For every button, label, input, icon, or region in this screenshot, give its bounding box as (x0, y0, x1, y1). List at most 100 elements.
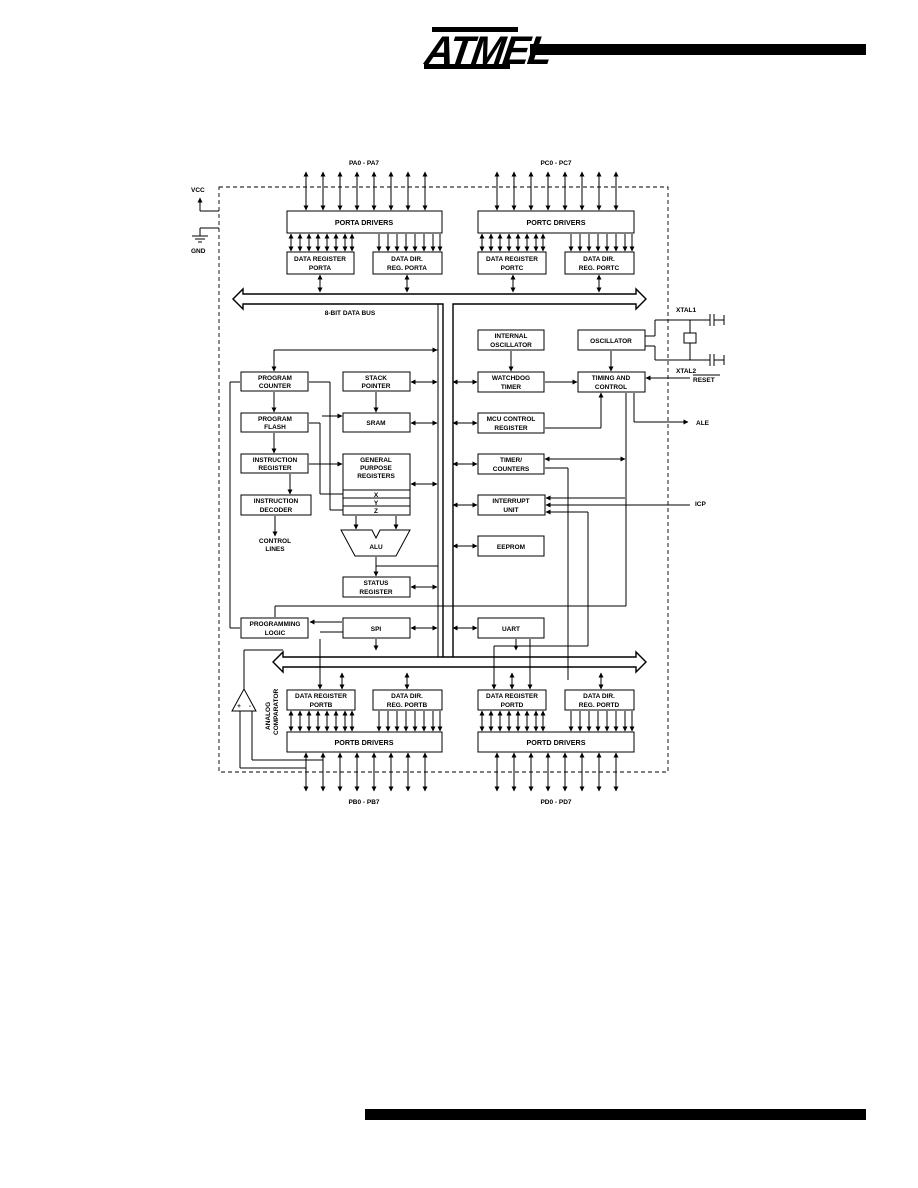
instruction-register-l2: REGISTER (258, 465, 292, 472)
instruction-register-box (240, 453, 309, 474)
portc-pins (494, 171, 619, 211)
program-flash-l1: PROGRAM (258, 416, 292, 423)
porta-pins-label: PA0 - PA7 (349, 160, 379, 167)
timer-counters-l2: COUNTERS (493, 466, 530, 473)
internal-oscillator-l1: INTERNAL (495, 333, 528, 340)
program-counter-l2: COUNTER (259, 383, 291, 390)
mcu-control-register-box (477, 412, 545, 434)
timing-control-l1: TIMING AND (592, 375, 631, 382)
watchdog-timer-l2: TIMER (501, 384, 522, 391)
uart-label: UART (502, 626, 520, 633)
analog-comparator: + - (231, 649, 323, 769)
mcu-control-l1: MCU CONTROL (487, 416, 536, 423)
portb-drivers-label: PORTB DRIVERS (334, 738, 393, 747)
spi-box (342, 617, 411, 639)
program-counter-box (240, 371, 309, 392)
data-register-portc-l2: PORTC (501, 265, 524, 272)
data-register-portc-l1: DATA REGISTER (486, 256, 538, 263)
eeprom-label: EEPROM (497, 544, 525, 551)
programming-logic-l2: LOGIC (265, 630, 286, 637)
instruction-decoder-box (240, 494, 312, 516)
watchdog-timer-box (477, 371, 545, 393)
status-register-l1: STATUS (363, 580, 389, 587)
data-dir-portd-l1: DATA DIR. (583, 693, 615, 700)
chip-boundary (218, 186, 669, 773)
footer-rule (365, 1109, 866, 1120)
icp-label: ICP (695, 501, 707, 508)
instruction-decoder-l1: INSTRUCTION (254, 498, 299, 505)
data-register-portc-box (477, 251, 547, 275)
analog-comparator-label-1: ANALOG (265, 702, 272, 730)
gpr-z: Z (374, 508, 378, 515)
data-register-portd-l1: DATA REGISTER (486, 693, 538, 700)
porta-pins (303, 171, 428, 211)
data-register-portb-box (286, 689, 356, 711)
data-dir-portd-box (564, 689, 635, 711)
data-dir-porta-l2: REG. PORTA (387, 265, 427, 272)
uart-box (477, 617, 545, 639)
porta-register-links (288, 233, 443, 252)
vcc-symbol (197, 197, 219, 212)
data-dir-portb-box (372, 689, 443, 711)
data-register-portb-l1: DATA REGISTER (295, 693, 347, 700)
data-dir-portc-l2: REG. PORTC (579, 265, 620, 272)
vcc-label: VCC (191, 187, 205, 194)
control-lines-l1: CONTROL (259, 538, 291, 545)
portc-drivers-box (477, 210, 635, 234)
program-counter-l1: PROGRAM (258, 375, 292, 382)
data-bus-bottom (272, 650, 647, 674)
internal-wiring (229, 347, 690, 690)
portb-pins (303, 752, 428, 792)
alu-shape (340, 529, 411, 557)
atmel-logo: ATMEL (421, 27, 554, 73)
data-register-porta-box (286, 251, 355, 275)
portd-drivers-label: PORTD DRIVERS (526, 738, 585, 747)
data-dir-portb-l1: DATA DIR. (391, 693, 423, 700)
instruction-register-l1: INSTRUCTION (253, 457, 298, 464)
svg-text:-: - (249, 703, 251, 710)
top-register-bus-links (317, 274, 602, 293)
data-dir-porta-box (372, 251, 443, 275)
stack-pointer-l1: STACK (365, 375, 387, 382)
interrupt-unit-l1: INTERRUPT (492, 498, 529, 505)
analog-comparator-label-2: COMPARATOR (273, 688, 280, 735)
header-rule (530, 44, 866, 55)
portc-register-links (479, 233, 635, 252)
timer-counters-l1: TIMER/ (500, 457, 522, 464)
xtal2-label: XTAL2 (676, 368, 696, 375)
ale-label: ALE (696, 420, 710, 427)
reset-label: RESET (693, 377, 715, 384)
data-dir-portd-l2: REG. PORTD (579, 702, 620, 709)
svg-text:+: + (237, 703, 241, 710)
gpr-l3: REGISTERS (357, 473, 395, 480)
portd-register-links (479, 710, 635, 732)
internal-oscillator-l2: OSCILLATOR (490, 342, 532, 349)
oscillator-label: OSCILLATOR (590, 338, 632, 345)
porta-drivers-box (286, 210, 443, 234)
data-dir-portc-box (564, 251, 635, 275)
interrupt-unit-l2: UNIT (503, 507, 518, 514)
watchdog-timer-l1: WATCHDOG (492, 375, 530, 382)
portb-register-links (288, 710, 443, 732)
data-dir-portb-l2: REG. PORTB (387, 702, 428, 709)
xtal1-label: XTAL1 (676, 307, 696, 314)
stack-pointer-l2: POINTER (362, 383, 391, 390)
portd-drivers-box (477, 731, 635, 753)
data-register-porta-l1: DATA REGISTER (294, 256, 346, 263)
data-bus-label: 8-BIT DATA BUS (325, 310, 376, 317)
portd-pins-label: PD0 - PD7 (540, 799, 571, 806)
status-register-box (342, 576, 411, 598)
portb-drivers-box (286, 731, 443, 753)
timing-control-box (577, 371, 646, 393)
porta-drivers-label: PORTA DRIVERS (335, 218, 394, 227)
gpr-l1: GENERAL (360, 457, 392, 464)
gpr-x: X (374, 492, 379, 499)
data-dir-portc-l1: DATA DIR. (583, 256, 615, 263)
portc-pins-label: PC0 - PC7 (540, 160, 571, 167)
crystal-circuit (645, 314, 725, 366)
gpr-l2: PURPOSE (360, 465, 392, 472)
status-register-l2: REGISTER (359, 589, 393, 596)
interrupt-unit-box (477, 494, 546, 516)
program-flash-l2: FLASH (264, 424, 286, 431)
